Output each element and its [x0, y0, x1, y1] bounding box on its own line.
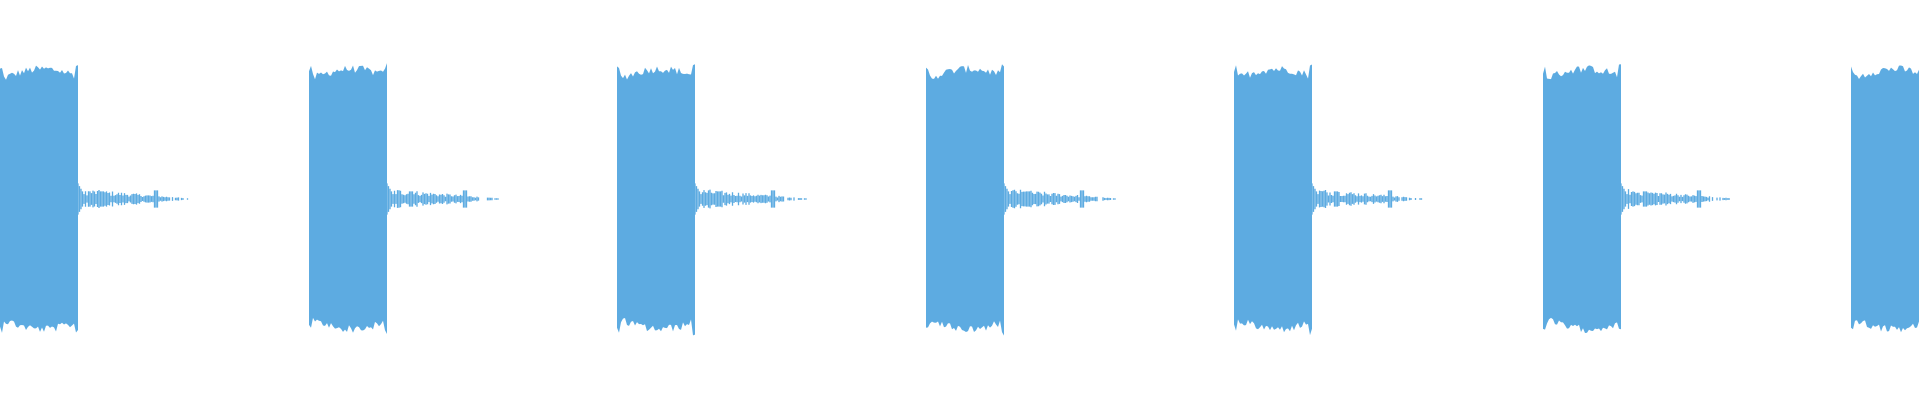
waveform-burst-block: [1851, 65, 1919, 333]
waveform-burst: [309, 63, 499, 334]
waveform-tail: [386, 183, 499, 215]
waveform-burst: [1234, 64, 1423, 336]
waveform-tail: [1311, 183, 1423, 215]
waveform-burst-block: [309, 63, 387, 334]
waveform-burst: [926, 64, 1116, 336]
waveform-tail: [1003, 183, 1116, 215]
waveform-tail: [77, 183, 189, 215]
waveform-burst: [1851, 65, 1919, 333]
waveform-burst: [1543, 64, 1730, 334]
waveform-burst-block: [1543, 64, 1621, 334]
waveform-burst: [617, 64, 807, 336]
waveform-burst-block: [926, 64, 1004, 336]
waveform-burst-block: [1234, 64, 1312, 336]
waveform-burst: [0, 65, 189, 333]
waveform-tail: [694, 183, 807, 215]
waveform-burst-block: [0, 65, 78, 333]
waveform-tail: [1620, 183, 1730, 215]
waveform-burst-block: [617, 64, 695, 336]
